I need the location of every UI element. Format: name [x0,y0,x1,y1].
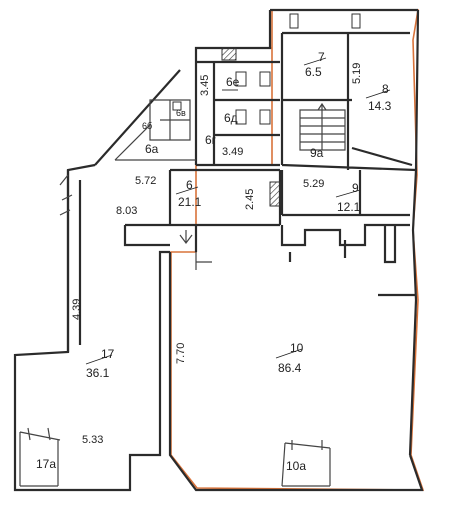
room-8-area: 14.3 [368,99,392,113]
room-9-number: 9 [352,181,359,195]
small-rooms-walls [149,99,191,141]
room-8-number: 8 [382,82,389,96]
room-6-number: 6 [186,178,193,192]
room-9-walls [280,170,410,217]
dim-8-03: 8.03 [116,205,137,217]
room-6-area: 21.1 [178,195,202,209]
dim-5-72: 5.72 [135,175,156,187]
room-6b-number: 6б [142,121,152,131]
room-10a-number: 10а [286,459,306,473]
dim-5-19: 5.19 [351,63,363,84]
dim-3-45: 3.45 [199,75,211,96]
room-17a-number: 17а [36,457,56,471]
room-17-area: 36.1 [86,366,110,380]
wc-block-walls [194,60,280,167]
room-6g-number: 6г [205,133,217,147]
left-diagonal-wall [66,69,181,352]
corridor-walls [123,223,410,264]
equipment-17a [19,427,61,487]
dim-2-45: 2.45 [244,189,256,210]
room-7-area: 6.5 [305,65,322,79]
room-10-area: 86.4 [278,361,302,375]
room-17-number: 17 [101,347,115,361]
dim-4-39: 4.39 [71,299,83,320]
room-6e-number: 6е [226,75,240,89]
room-7-number: 7 [318,50,325,64]
room-6v-number: 6в [176,108,186,118]
room-6-walls [168,168,282,227]
dim-5-29: 5.29 [303,178,324,190]
dim-5-33: 5.33 [82,434,103,446]
staircase-9a [299,102,346,151]
equipment-10a [281,440,331,487]
dim-3-49: 3.49 [222,146,243,158]
room-6a-number: 6а [145,142,159,156]
room-6d-number: 6д [224,111,238,125]
room-9a-number: 9а [310,146,324,160]
upper-block-walls [280,31,417,172]
room-9-area: 12.1 [337,200,361,214]
dim-7-70: 7.70 [175,343,187,364]
